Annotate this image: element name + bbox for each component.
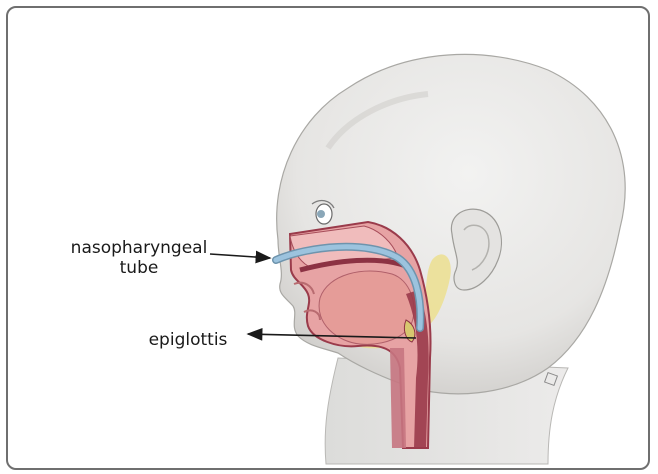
label-arrows — [8, 8, 650, 470]
figure-frame: nasopharyngeal tube epiglottis — [6, 6, 650, 470]
arrow-nasopharyngeal — [210, 254, 270, 258]
arrow-epiglottis — [248, 334, 416, 338]
